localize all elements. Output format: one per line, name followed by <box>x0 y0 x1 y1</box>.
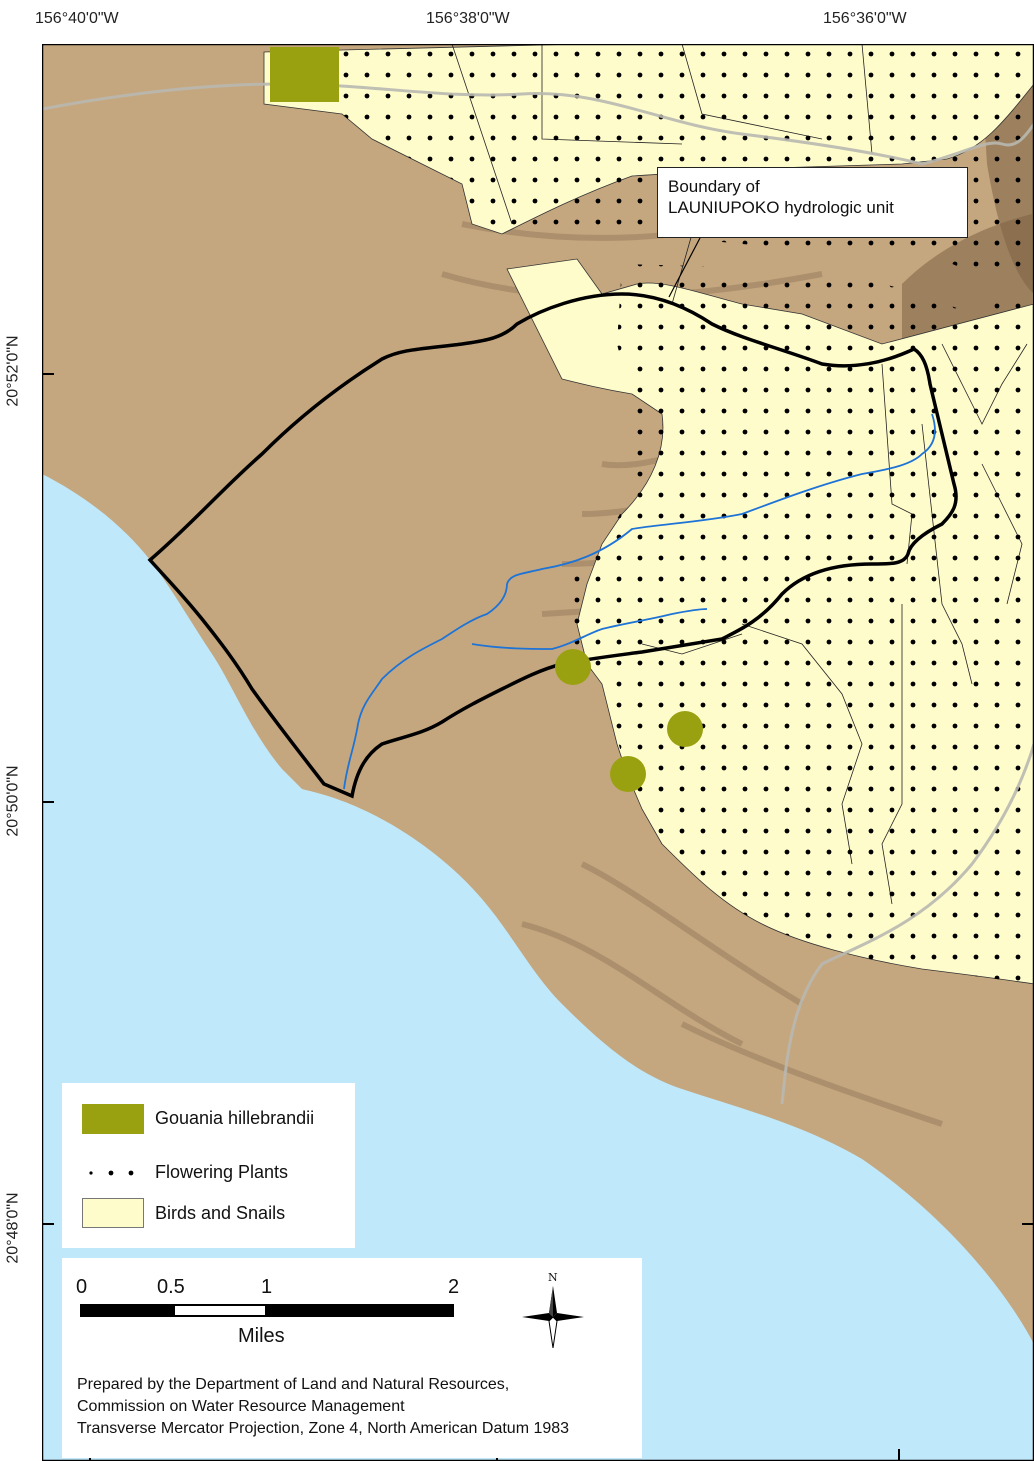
longitude-label-3: 156°36'0"W <box>823 10 907 27</box>
gouania-point-1 <box>555 649 591 685</box>
habitat-swatch-icon <box>82 1198 144 1228</box>
scale-and-credits-panel: 0 0.5 1 2 Miles N Prepared by the Depart… <box>62 1258 642 1458</box>
legend-label-flowering-plants: Flowering Plants <box>155 1162 289 1182</box>
hydrologic-unit-callout: Boundary of LAUNIUPOKO hydrologic unit <box>657 167 968 238</box>
scale-units: Miles <box>238 1325 285 1347</box>
flowering-plants-dots-central <box>567 264 1034 984</box>
credits-line-3: Transverse Mercator Projection, Zone 4, … <box>77 1420 570 1437</box>
map-canvas[interactable] <box>42 44 1034 1461</box>
streams <box>343 413 936 790</box>
scale-bar <box>80 1304 454 1317</box>
gouania-point-2 <box>667 711 703 747</box>
scale-tick-2: 2 <box>448 1276 460 1298</box>
latitude-label-3: 20°48'0"N <box>4 1192 22 1264</box>
scale-tick-0-5: 0.5 <box>157 1276 185 1298</box>
callout-leader-line <box>668 237 701 298</box>
callout-line-1: Boundary of <box>668 177 760 196</box>
scale-tick-0: 0 <box>76 1276 88 1298</box>
scale-tick-1: 1 <box>261 1276 273 1298</box>
legend: Gouania hillebrandii Flowering Plants Bi… <box>62 1083 355 1248</box>
longitude-label-2: 156°38'0"W <box>426 10 510 27</box>
legend-item-flowering-plants: Flowering Plants <box>62 1155 355 1191</box>
north-label: N <box>548 1271 558 1284</box>
gouania-polygon <box>270 47 339 102</box>
legend-label-birds-snails: Birds and Snails <box>155 1203 286 1223</box>
launiupoko-boundary <box>147 292 958 799</box>
map-credits: Prepared by the Department of Land and N… <box>77 1374 569 1440</box>
legend-label-gouania: Gouania hillebrandii <box>155 1108 315 1128</box>
callout-line-2: LAUNIUPOKO hydrologic unit <box>668 198 894 217</box>
credits-line-2: Commission on Water Resource Management <box>77 1398 405 1415</box>
latitude-label-2: 20°50'0"N <box>4 765 22 837</box>
roads <box>42 82 1034 1105</box>
north-arrow-icon <box>522 1286 584 1348</box>
latitude-label-1: 20°52'0"N <box>4 335 22 407</box>
credits-line-1: Prepared by the Department of Land and N… <box>77 1376 510 1393</box>
longitude-label-1: 156°40'0"W <box>35 10 119 27</box>
legend-item-birds-snails: Birds and Snails <box>62 1196 355 1232</box>
dots-swatch-icon <box>89 1170 134 1176</box>
gouania-swatch-icon <box>82 1104 144 1134</box>
legend-item-gouania: Gouania hillebrandii <box>62 1101 355 1137</box>
gouania-point-3 <box>610 756 646 792</box>
